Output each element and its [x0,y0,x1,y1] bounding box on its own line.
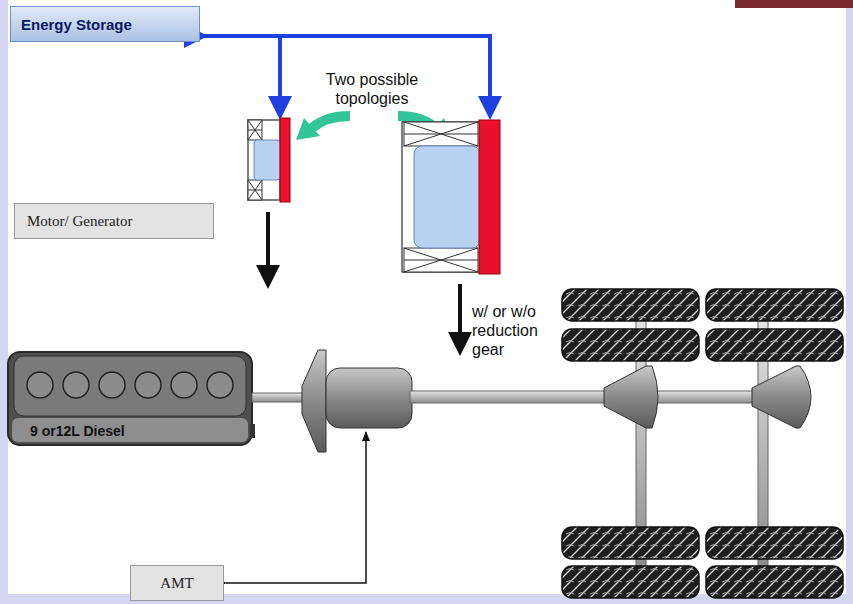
control-link [226,432,366,583]
node-text: Energy Storage [21,16,132,33]
differential [604,366,658,428]
label-box: Motor/ Generator [14,203,214,239]
energy-link [278,36,282,116]
crank-shaft [252,393,304,402]
energy-link [204,36,490,116]
annotation-label: Two possible topologies [302,70,442,108]
mount-arrow [266,212,270,285]
engine-block: 9 or12L Diesel [8,352,252,445]
clutch-housing [302,350,326,452]
node-text: Motor/ Generator [27,213,132,230]
tyres [562,289,843,598]
choice-arrow [312,116,350,128]
choice-arrow [296,118,320,140]
gearbox [326,368,412,428]
label-box: AMT [130,565,224,601]
prop-shaft [410,391,606,403]
mount-arrow [458,284,462,352]
storage-box: Energy Storage [10,6,200,42]
slide-panel [8,0,846,594]
annotation-label: w/ or w/o reduction gear [472,302,572,359]
photo-fragment [735,0,853,8]
diesel-engine [8,352,255,445]
node-text: AMT [160,575,193,592]
differential [752,366,811,428]
motor-generator-large [402,120,500,274]
node-text: 9 or12L Diesel [30,423,125,439]
inter-axle-shaft [650,391,756,403]
motor-generator-small [248,118,290,202]
